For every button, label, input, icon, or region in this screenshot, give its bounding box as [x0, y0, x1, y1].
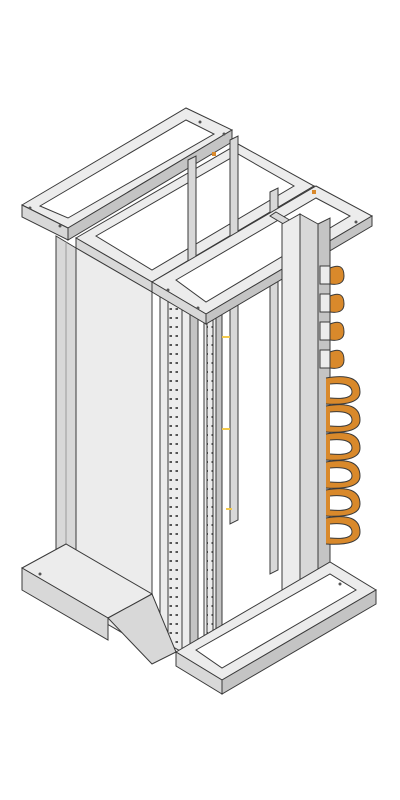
cable-spool-icon — [319, 293, 345, 313]
center-mounting-rail — [203, 299, 223, 661]
cable-spool-icon — [325, 488, 361, 517]
cable-spools — [319, 265, 361, 545]
cable-spool-icon — [325, 460, 361, 489]
top-frame-rear — [20, 107, 234, 241]
front-mounting-rail-left — [159, 295, 199, 661]
cable-spool-icon — [325, 432, 361, 461]
cable-spool-icon — [325, 376, 361, 405]
cable-spool-icon — [319, 265, 345, 285]
cable-spool-icon — [319, 349, 345, 369]
cable-spool-icon — [319, 321, 345, 341]
base-frame — [20, 543, 377, 695]
cable-spool-icon — [325, 404, 361, 433]
accent-marks — [212, 152, 316, 510]
left-side-panel — [55, 235, 153, 651]
mounting-hole-icon — [28, 120, 358, 586]
cable-spool-icon — [325, 516, 361, 545]
